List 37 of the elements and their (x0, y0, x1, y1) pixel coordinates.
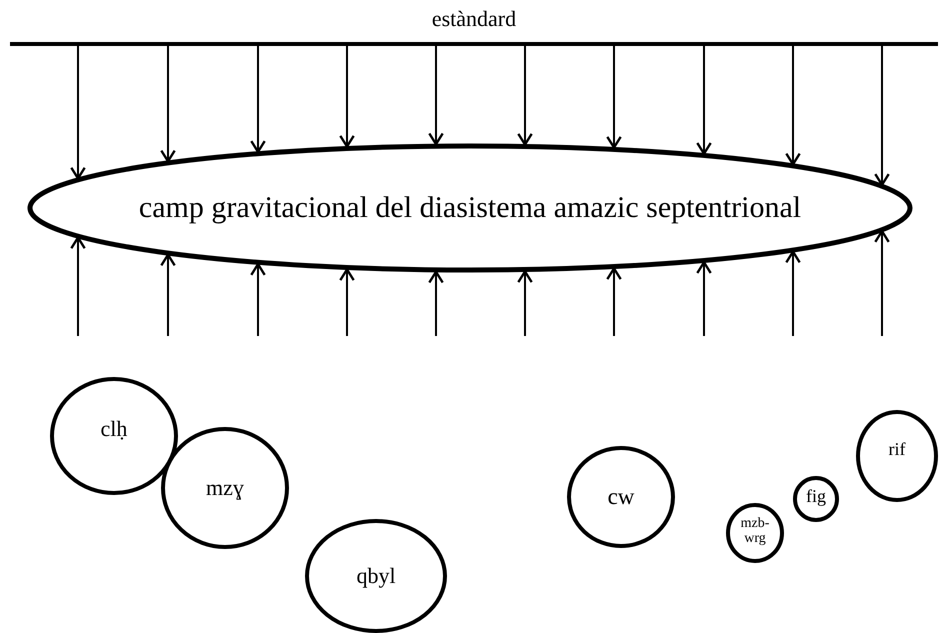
arrow (160, 46, 176, 162)
arrow (428, 46, 444, 146)
circle-node (305, 519, 447, 633)
node-label: qbyl (356, 563, 396, 589)
circle-node (50, 377, 178, 495)
arrow (428, 270, 444, 336)
circle-node (567, 446, 675, 548)
ellipse-node (28, 144, 912, 272)
arrow (250, 262, 266, 336)
heading-label: estàndard (432, 6, 516, 32)
arrow (696, 46, 712, 155)
arrow (70, 46, 86, 180)
arrow (785, 250, 801, 336)
node-label: mzb- wrg (740, 516, 770, 546)
arrow (785, 46, 801, 166)
arrow (517, 270, 533, 336)
circle-node (856, 410, 938, 502)
circle-node (793, 476, 839, 522)
arrow (606, 267, 622, 336)
circle-node (161, 427, 289, 549)
arrow (160, 254, 176, 336)
arrow (606, 46, 622, 149)
node-label: fig (806, 486, 826, 506)
arrow (339, 46, 355, 148)
arrow (874, 46, 890, 186)
arrow (250, 46, 266, 154)
arrow (696, 261, 712, 336)
node-label: mzɣ (206, 475, 244, 501)
node-label: cw (608, 484, 634, 510)
arrow (339, 268, 355, 336)
arrow (70, 236, 86, 336)
node-label: clḥ (100, 416, 128, 442)
arrow (517, 46, 533, 146)
arrow (874, 230, 890, 336)
circle-node (726, 503, 784, 563)
node-label: rif (888, 438, 906, 460)
node-label: camp gravitacional del diasistema amazic septentrional (138, 191, 802, 225)
